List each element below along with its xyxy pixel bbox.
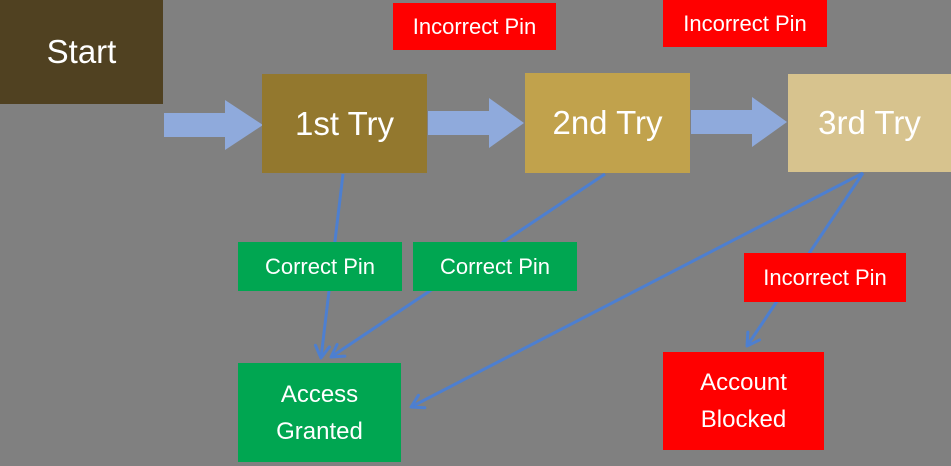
node-first-try-label: 1st Try	[294, 104, 395, 142]
label-incorrect-pin-3: Incorrect Pin	[744, 253, 906, 302]
connector-third-try-to-access-granted	[409, 171, 864, 410]
node-first-try: 1st Try	[262, 74, 427, 173]
node-account-blocked-line1: Account	[700, 369, 787, 396]
node-access-granted-line2: Granted	[276, 417, 363, 445]
label-incorrect-pin-1-text: Incorrect Pin	[412, 13, 537, 39]
flow-arrow-first-to-second-try	[428, 98, 524, 148]
node-account-blocked: Account Blocked	[663, 352, 824, 450]
label-correct-pin-2: Correct Pin	[413, 242, 577, 291]
flow-arrow-second-to-third-try	[691, 97, 787, 147]
node-third-try-label: 3rd Try	[818, 104, 921, 141]
node-second-try: 2nd Try	[525, 73, 690, 173]
node-access-granted-line1: Access	[280, 380, 359, 408]
flow-arrow-start-to-first-try	[164, 100, 263, 150]
node-start: Start	[0, 0, 163, 104]
node-start-label: Start	[46, 33, 117, 70]
label-incorrect-pin-1: Incorrect Pin	[393, 3, 556, 50]
node-second-try-label: 2nd Try	[552, 104, 663, 141]
node-access-granted: Access Granted	[238, 363, 401, 462]
label-correct-pin-1: Correct Pin	[238, 242, 402, 291]
node-third-try: 3rd Try	[788, 74, 951, 172]
label-correct-pin-2-text: Correct Pin	[439, 253, 551, 279]
label-incorrect-pin-2: Incorrect Pin	[663, 0, 827, 47]
label-incorrect-pin-3-text: Incorrect Pin	[763, 264, 887, 290]
label-correct-pin-1-text: Correct Pin	[264, 253, 376, 279]
node-account-blocked-line2: Blocked	[700, 406, 787, 433]
label-incorrect-pin-2-text: Incorrect Pin	[683, 10, 807, 36]
